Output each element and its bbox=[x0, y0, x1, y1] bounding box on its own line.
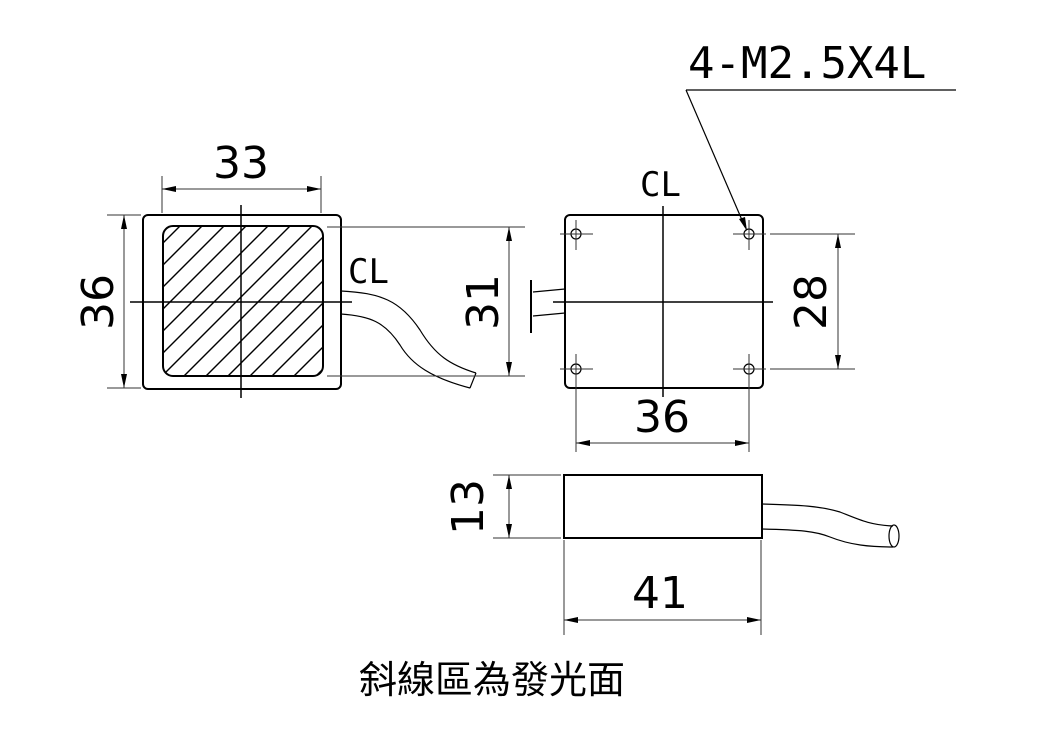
dim-width-36-label: 36 bbox=[634, 392, 690, 443]
hatch-line bbox=[163, 226, 283, 376]
dim-33-arrow-left bbox=[162, 186, 176, 192]
back-centerline-label: CL bbox=[640, 165, 681, 205]
dim-hole-pitch-28-label: 28 bbox=[786, 274, 837, 330]
hatch-line bbox=[163, 226, 239, 376]
emitting-area-hatch bbox=[163, 226, 323, 376]
hatch-line bbox=[163, 226, 323, 376]
dim-width-33-label: 33 bbox=[213, 138, 269, 189]
hole-spec-note: 4-M2.5X4L bbox=[688, 38, 926, 89]
hatch-line bbox=[163, 226, 305, 376]
hatch-line bbox=[163, 226, 323, 376]
side-cable bbox=[761, 503, 894, 548]
hole-note-leader bbox=[685, 89, 746, 228]
emitting-area-outline bbox=[162, 225, 324, 377]
dim-41-arrow-left bbox=[564, 617, 578, 623]
hatch-line bbox=[315, 226, 323, 376]
hole-note-leader-arrow bbox=[739, 217, 747, 231]
mounting-hole-top-right bbox=[733, 220, 766, 250]
dim-36-arrow-top bbox=[121, 215, 127, 229]
dim-13-arrow-top bbox=[506, 475, 512, 489]
dim-length-41-label: 41 bbox=[632, 568, 688, 619]
side-view: 13 41 bbox=[443, 474, 900, 635]
back-cable-stub bbox=[532, 288, 566, 317]
mounting-hole-bottom-left bbox=[560, 354, 593, 384]
mounting-hole-bottom-right bbox=[733, 354, 766, 384]
dim-36b-arrow-left bbox=[576, 440, 590, 446]
hatch-line bbox=[163, 226, 323, 376]
dim-36-arrow-bottom bbox=[121, 374, 127, 388]
dim-28-arrow-top bbox=[835, 234, 841, 248]
hatch-line bbox=[163, 226, 261, 376]
front-view: 33 36 CL 31 bbox=[73, 138, 525, 398]
dim-33-arrow-right bbox=[307, 186, 321, 192]
back-view: CL 4-M2.5X4L 28 bbox=[530, 38, 956, 452]
dim-31-label: 31 bbox=[458, 274, 509, 330]
dim-31-arrow-bottom bbox=[506, 362, 512, 376]
hatch-line bbox=[183, 226, 323, 376]
dim-height-36-label: 36 bbox=[73, 274, 124, 330]
hatch-line bbox=[227, 226, 323, 376]
dim-31-arrow-top bbox=[506, 227, 512, 241]
front-cable bbox=[340, 290, 477, 389]
hatch-line bbox=[163, 226, 217, 376]
side-cable-end bbox=[888, 524, 900, 548]
caption-emitting-surface: 斜線區為發光面 bbox=[359, 658, 625, 702]
dim-36b-arrow-right bbox=[735, 440, 749, 446]
hatch-line bbox=[163, 226, 323, 376]
dim-thickness-13-label: 13 bbox=[443, 479, 494, 535]
front-centerline-label: CL bbox=[348, 252, 389, 292]
hatch-line bbox=[249, 226, 323, 376]
side-body-outline bbox=[563, 474, 763, 539]
mounting-hole-top-left bbox=[560, 220, 593, 250]
hatch-line bbox=[205, 226, 323, 376]
dim-28-arrow-bottom bbox=[835, 355, 841, 369]
dim-41-arrow-right bbox=[747, 617, 761, 623]
dim-13-arrow-bottom bbox=[506, 524, 512, 538]
